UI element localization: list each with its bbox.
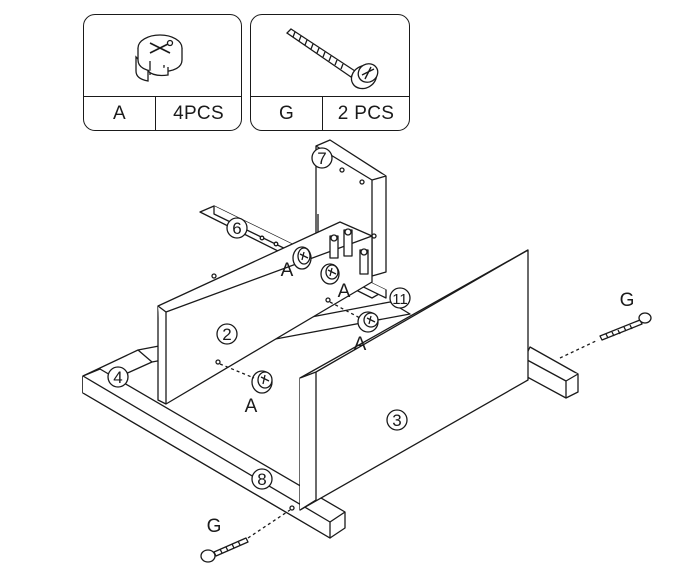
panel-4-label: 4 xyxy=(113,368,122,387)
dowel-cluster xyxy=(329,228,369,275)
panel-3-marker xyxy=(386,409,408,431)
cam-lock-a-middle xyxy=(325,297,379,333)
panel-6-label: 6 xyxy=(232,219,241,238)
panel-2-label: 2 xyxy=(222,325,231,344)
cam-lock-a-upper-right xyxy=(320,263,340,285)
screw-g-bottom xyxy=(200,505,295,563)
screw-g-right xyxy=(559,312,652,359)
callout-a-upper-left: A xyxy=(281,260,294,281)
part-a-quantity: 4PCS xyxy=(155,97,241,130)
cam-lock-icon xyxy=(84,15,241,98)
panel-7-marker xyxy=(311,147,333,169)
panel-8-marker xyxy=(251,468,273,490)
panel-8-rail xyxy=(82,368,346,539)
panel-8-label: 8 xyxy=(257,470,266,489)
panel-3 xyxy=(299,249,529,511)
part-a-letter: A xyxy=(113,102,126,124)
callout-g-right: G xyxy=(620,290,635,311)
part-g-quantity: 2 PCS xyxy=(322,97,409,130)
panel-7-label: 7 xyxy=(317,149,326,168)
part-g-letter: G xyxy=(278,102,295,124)
panel-2-marker xyxy=(216,323,238,345)
callout-g-bottom: G xyxy=(207,516,222,537)
panel-11-label: 11 xyxy=(392,291,408,308)
panel-4-marker xyxy=(107,366,129,388)
screw-icon xyxy=(251,15,409,98)
callout-a-middle: A xyxy=(354,334,367,355)
panel-3-label: 3 xyxy=(392,411,401,430)
cam-lock-a-front xyxy=(219,363,273,394)
panel-6-marker xyxy=(226,217,248,239)
callout-a-upper-right: A xyxy=(338,281,351,302)
callout-a-front: A xyxy=(245,396,258,417)
part-g-card: G 2 PCS xyxy=(250,14,410,131)
part-a-card: A 4PCS xyxy=(83,14,242,131)
panel-11-marker xyxy=(389,287,411,309)
cam-lock-a-upper-left xyxy=(292,246,312,270)
